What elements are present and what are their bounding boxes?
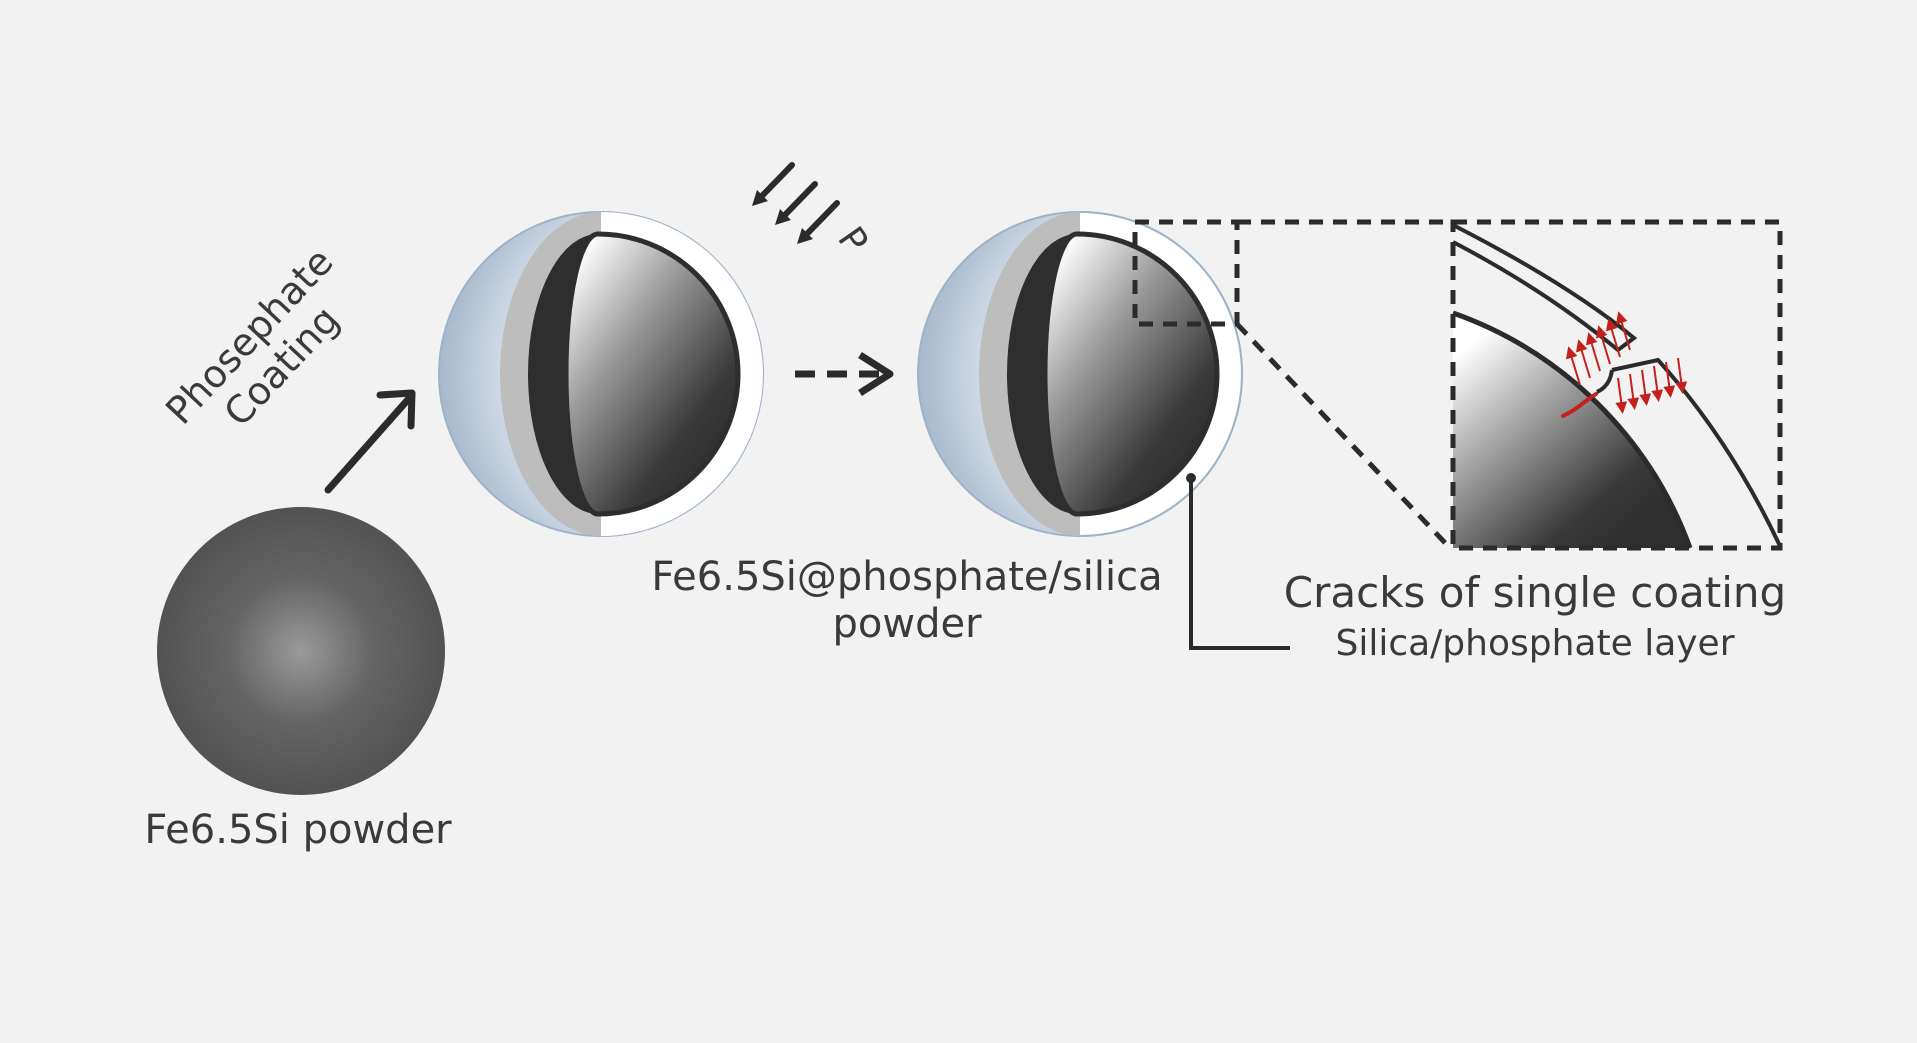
raw-powder-particle — [157, 507, 445, 795]
zoom-indicator — [1132, 219, 1452, 550]
zoom-detail — [1452, 223, 1782, 549]
coated-powder-label-line2: powder — [832, 601, 982, 647]
coated-particle-2 — [917, 211, 1243, 537]
process-dashed-arrow — [795, 352, 894, 396]
cracks-label: Cracks of single coating — [1284, 568, 1786, 617]
coated-particle-1 — [438, 211, 764, 537]
coating-arrow — [324, 389, 416, 494]
zoom-frame — [1450, 219, 1783, 551]
raw-powder-label: Fe6.5Si powder — [144, 807, 452, 853]
layer-label: Silica/phosphate layer — [1335, 623, 1734, 664]
pressure-arrows-icon — [752, 162, 840, 244]
layer-leader-line — [1186, 473, 1290, 650]
coated-powder-label-line1: Fe6.5Si@phosphate/silica — [651, 554, 1162, 600]
pressure-label: P — [829, 220, 875, 261]
